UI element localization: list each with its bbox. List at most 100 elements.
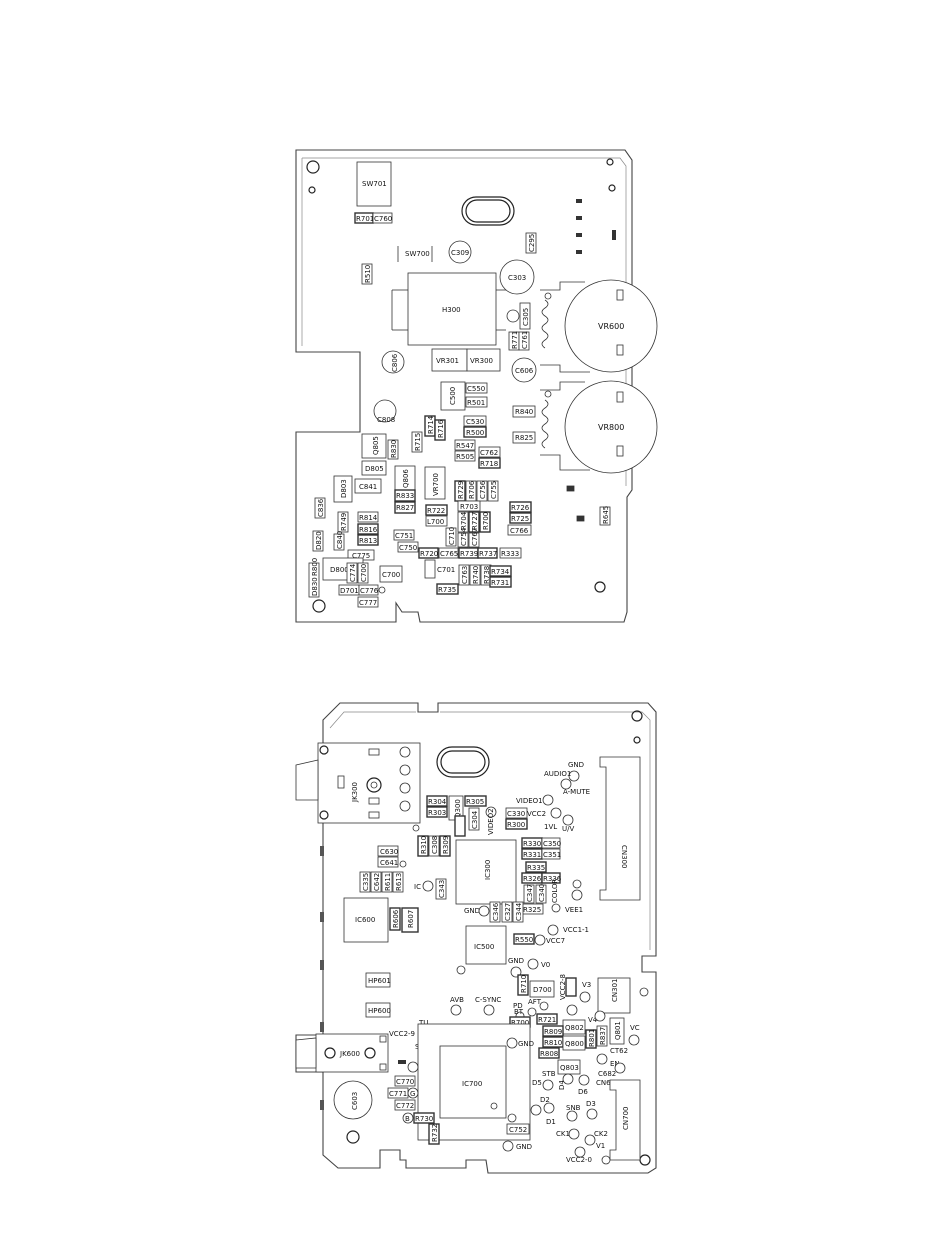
pin-label: STB <box>542 1070 556 1078</box>
connector-cn301 <box>597 977 631 1014</box>
capacitor-c752 <box>506 1123 530 1135</box>
part-label: C700 <box>382 571 400 579</box>
capacitor-c550 <box>465 382 488 394</box>
resistor-r718 <box>478 457 501 469</box>
part-label: JK300 <box>351 782 359 803</box>
part-label: VR800 <box>598 423 624 432</box>
pin-label: D4 <box>558 1080 566 1090</box>
part-label: R715 <box>414 433 422 451</box>
part-label: C771 <box>389 1090 407 1098</box>
part-label: Q800 <box>565 1040 584 1048</box>
part-label: C762 <box>480 449 498 457</box>
part-label: R303 <box>428 809 446 817</box>
pin-label: C682 <box>598 1070 616 1078</box>
pin-label: TU <box>418 1019 428 1027</box>
capacitor-c343 <box>435 878 447 900</box>
part-label: R731 <box>491 579 509 587</box>
part-label: C755 <box>490 481 498 499</box>
part-label: R816 <box>359 526 378 534</box>
part-label: Q806 <box>402 469 410 488</box>
pin-label: V0 <box>541 961 550 969</box>
part-label: D805 <box>365 465 384 473</box>
part-label: R810 <box>544 1039 562 1047</box>
resistor-r510 <box>361 263 373 285</box>
capacitor-c750 <box>397 541 419 553</box>
part-label: C766 <box>510 527 529 535</box>
part-label: C775 <box>352 552 370 560</box>
part-label: R645 <box>602 506 610 524</box>
capacitor-c347 <box>523 884 535 904</box>
part-label: SW701 <box>362 180 387 188</box>
resistor-r500 <box>463 426 487 438</box>
capacitor-c836 <box>314 497 326 519</box>
part-label: R729 <box>457 481 465 499</box>
part-label: R606 <box>392 909 400 928</box>
capacitor-c351 <box>541 848 561 860</box>
part-label: C603 <box>351 1092 359 1110</box>
capacitor-c350 <box>541 837 561 849</box>
connector-cn300 <box>599 756 641 901</box>
capacitor-c308 <box>428 835 440 857</box>
part-label: C767 <box>471 528 479 546</box>
part-label: R305 <box>466 798 484 806</box>
part-label: C335 <box>362 873 370 891</box>
capacitor-c606 <box>511 357 537 383</box>
resistor-r730 <box>413 1112 435 1124</box>
part-label: R726 <box>511 504 530 512</box>
part-label: D700 <box>533 986 552 994</box>
part-label: C309 <box>451 249 469 257</box>
diode-d820 <box>312 530 324 552</box>
resistor-r309b <box>454 815 466 837</box>
part-label: D701 <box>340 587 359 595</box>
part-label: C760 <box>374 215 392 223</box>
pin-label: VCC2-9 <box>389 1030 415 1038</box>
mount-hole-icon <box>633 736 641 744</box>
part-label: R336 <box>543 875 562 883</box>
part-label: R310 <box>420 836 428 854</box>
part-label: R737 <box>479 550 497 558</box>
capacitor-c327 <box>501 901 513 923</box>
capacitor-c500 <box>440 381 466 411</box>
part-label: C642 <box>373 873 381 891</box>
mount-hole-icon <box>631 710 643 722</box>
part-label: C641 <box>380 859 398 867</box>
hp601 <box>365 972 391 988</box>
resistor-r710 <box>517 974 529 996</box>
capacitor-c303 <box>499 259 535 295</box>
part-label: CN700 <box>622 1107 630 1131</box>
part-label: C774 <box>349 563 357 582</box>
part-label: R501 <box>467 399 485 407</box>
part-label: R809 <box>544 1028 562 1036</box>
part-label: R725 <box>511 515 529 523</box>
part-label: R304 <box>428 798 447 806</box>
pin-label: V1 <box>596 1142 605 1150</box>
part-label: C710 <box>448 527 456 545</box>
part-label: R840 <box>515 408 533 416</box>
pin-label: V3 <box>582 981 591 989</box>
resistor-r715 <box>411 431 423 453</box>
pin-label: V4 <box>588 1016 598 1024</box>
part-label: R800 <box>311 558 319 576</box>
potentiometer-vr300 <box>466 348 501 372</box>
part-label: C808 <box>377 416 395 424</box>
transistor-q800 <box>562 1035 586 1051</box>
potentiometer-vr800 <box>564 380 658 474</box>
pin-label: GND <box>568 761 584 769</box>
capacitor-c340 <box>535 884 547 904</box>
part-label: R706 <box>468 480 476 499</box>
capacitor-c330 <box>505 807 528 819</box>
jack-jk600 <box>315 1033 389 1073</box>
resistor-r735 <box>436 583 459 595</box>
part-label: C340 <box>538 884 546 902</box>
capacitor-c770 <box>394 1075 416 1087</box>
part-label: R727 <box>471 512 479 530</box>
resistor-r840 <box>512 405 536 418</box>
part-label: C751 <box>395 532 413 540</box>
potentiometer-vr700 <box>424 466 446 500</box>
resistor-r309 <box>439 835 451 857</box>
diode-d830 <box>308 562 320 598</box>
bottom-board-outline <box>295 702 657 1174</box>
resistor-r725 <box>509 512 532 524</box>
part-label: R739 <box>460 550 478 558</box>
